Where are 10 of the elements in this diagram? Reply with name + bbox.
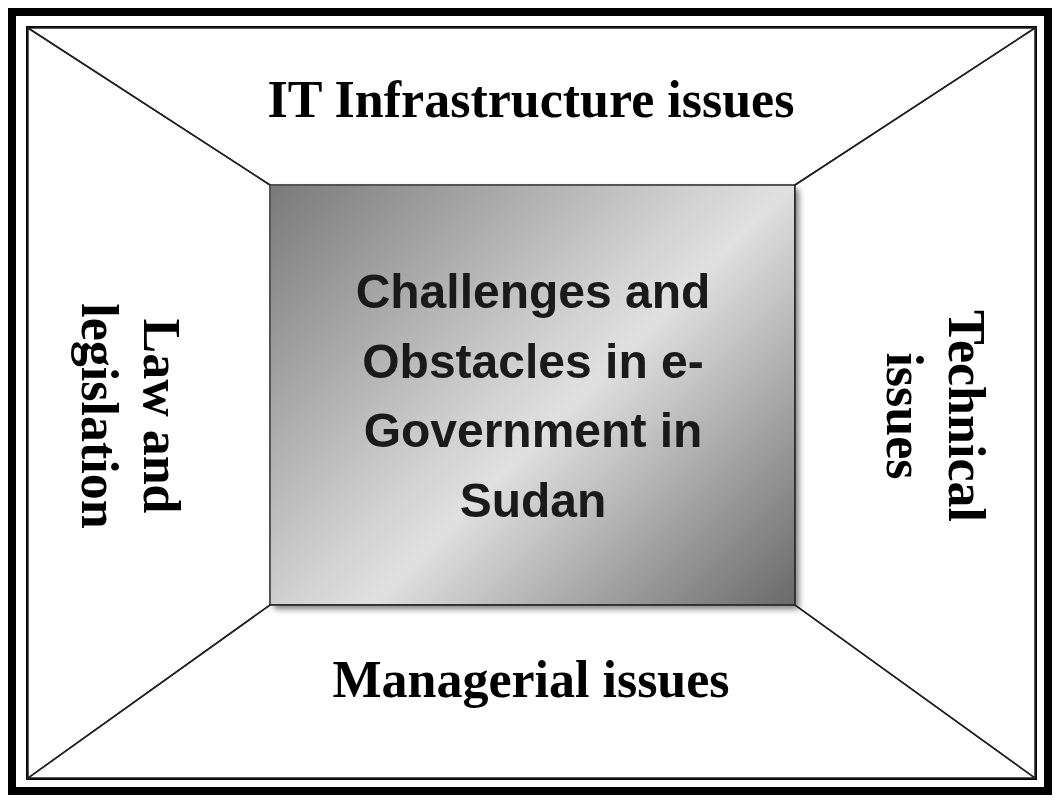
trapezoid-panel (28, 28, 1035, 185)
category-label: IT Infrastructure issues (266, 69, 796, 130)
category-label: Managerial issues (331, 649, 731, 710)
category-label: Technical issues (875, 309, 997, 524)
trapezoid-panel (28, 28, 270, 778)
title-text: Challenges and Obstacles in e-Government in Sudan (354, 263, 712, 529)
category-label: Law and legislation (70, 302, 192, 531)
trapezoid-panel (795, 28, 1035, 778)
center-box (270, 185, 795, 605)
trapezoid-panel (28, 605, 1035, 778)
